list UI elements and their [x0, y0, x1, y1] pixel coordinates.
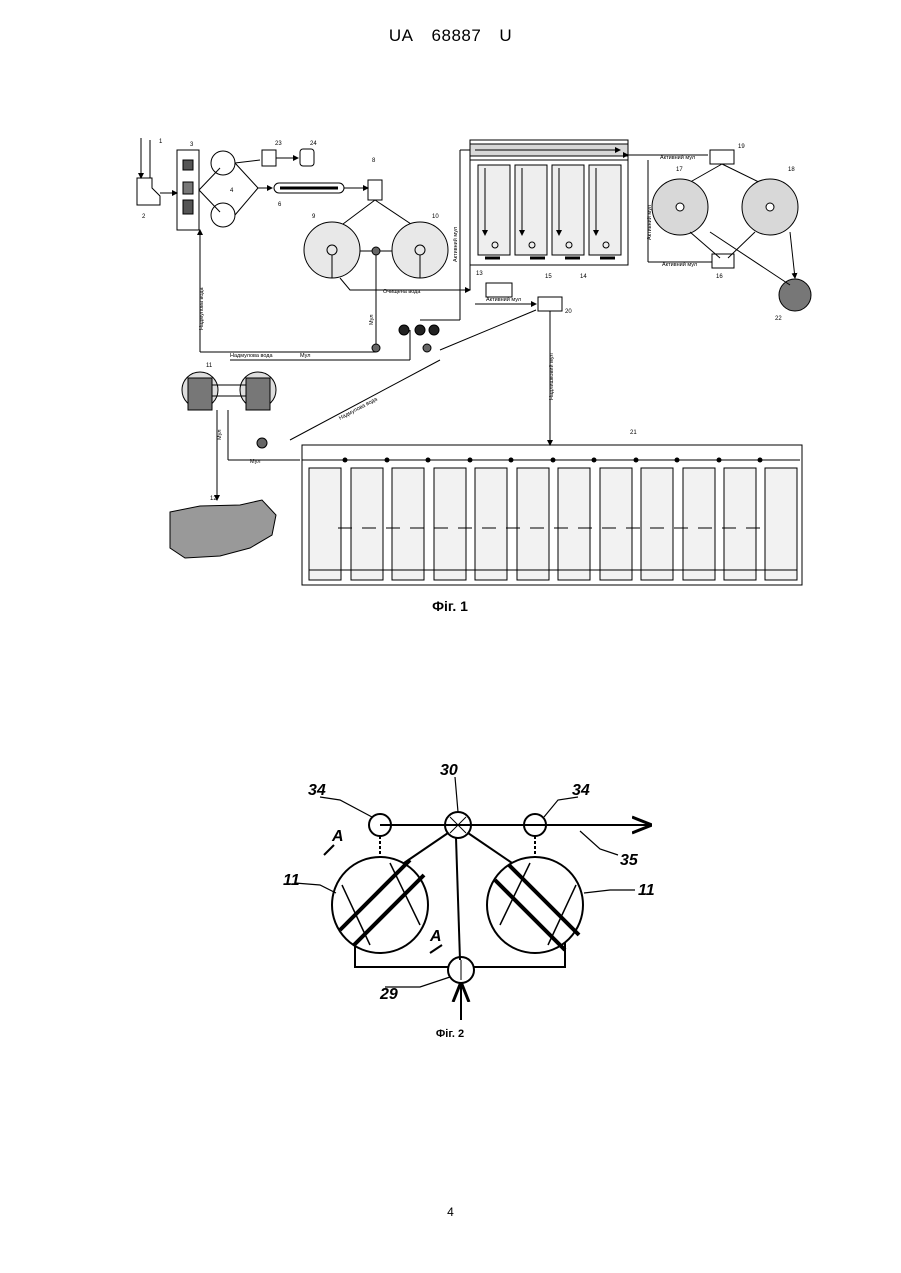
svg-text:19: 19 — [738, 144, 745, 150]
label-11-right: 11 — [638, 882, 655, 899]
svg-text:Активний мул: Активний мул — [660, 154, 695, 161]
svg-text:2: 2 — [142, 214, 146, 220]
page-number: 4 — [0, 1205, 901, 1219]
svg-text:Активний мул: Активний мул — [646, 205, 653, 240]
sand-trap-top — [211, 151, 235, 175]
label-a-top: A — [331, 828, 344, 845]
label-11-left: 11 — [283, 872, 300, 889]
svg-text:4: 4 — [230, 188, 234, 194]
svg-text:13: 13 — [476, 271, 483, 277]
svg-text:Активний мул: Активний мул — [662, 261, 697, 268]
svg-text:20: 20 — [565, 309, 572, 315]
svg-text:11: 11 — [206, 363, 213, 369]
tank-11-right — [487, 857, 583, 953]
svg-text:8: 8 — [372, 158, 376, 164]
svg-text:Мул: Мул — [300, 353, 310, 359]
svg-text:15: 15 — [545, 274, 552, 280]
figure-1-flow-labels: Надмулова вода Мул Очищена вода Активний… — [199, 154, 697, 465]
svg-text:Мул: Мул — [250, 459, 260, 465]
label-34-right: 34 — [572, 782, 590, 799]
svg-text:21: 21 — [630, 430, 637, 436]
svg-text:Надмулова вода: Надмулова вода — [230, 353, 273, 359]
svg-text:22: 22 — [775, 316, 782, 322]
svg-text:Очищена вода: Очищена вода — [383, 289, 421, 295]
figure-1-caption: Фіг. 1 — [400, 598, 500, 614]
box-16 — [712, 254, 734, 268]
svg-text:Мул: Мул — [217, 430, 223, 440]
figure-2-diagram: 34 30 34 35 11 11 29 A A — [280, 755, 680, 1055]
label-35: 35 — [620, 852, 639, 869]
sludge-tank-22 — [779, 279, 811, 311]
svg-text:1: 1 — [159, 139, 163, 145]
svg-text:12: 12 — [210, 496, 217, 502]
figure-2-caption: Фіг. 2 — [410, 1028, 490, 1040]
svg-text:18: 18 — [788, 167, 795, 173]
label-a-bottom: A — [429, 928, 442, 945]
centrifuge-11-right — [246, 378, 270, 410]
label-34-left: 34 — [308, 782, 326, 799]
svg-text:24: 24 — [310, 141, 317, 147]
svg-text:9: 9 — [312, 214, 316, 220]
svg-text:10: 10 — [432, 214, 439, 220]
label-30: 30 — [440, 762, 458, 779]
distributor-8 — [368, 180, 382, 200]
svg-text:3: 3 — [190, 142, 194, 148]
box-13 — [486, 283, 512, 297]
svg-text:Надлишковий мул: Надлишковий мул — [548, 353, 555, 400]
receiver-chamber — [137, 178, 160, 205]
tank-11-left — [332, 857, 428, 953]
svg-text:17: 17 — [676, 167, 683, 173]
box-20 — [538, 297, 562, 311]
box-23 — [262, 150, 276, 166]
svg-text:14: 14 — [580, 274, 587, 280]
svg-text:23: 23 — [275, 141, 282, 147]
svg-text:6: 6 — [278, 202, 282, 208]
svg-text:Активний мул: Активний мул — [452, 227, 459, 262]
svg-text:Надмулова вода: Надмулова вода — [199, 287, 205, 330]
sand-trap-bottom — [211, 203, 235, 227]
sludge-bed-12 — [170, 500, 276, 558]
label-29: 29 — [379, 986, 398, 1003]
svg-text:Мул: Мул — [369, 315, 375, 325]
svg-text:16: 16 — [716, 274, 723, 280]
centrifuge-11-left — [188, 378, 212, 410]
box-19 — [710, 150, 734, 164]
svg-text:Надмулова вода: Надмулова вода — [338, 396, 379, 422]
svg-text:Активний мул: Активний мул — [486, 296, 521, 303]
box-24 — [300, 149, 314, 166]
